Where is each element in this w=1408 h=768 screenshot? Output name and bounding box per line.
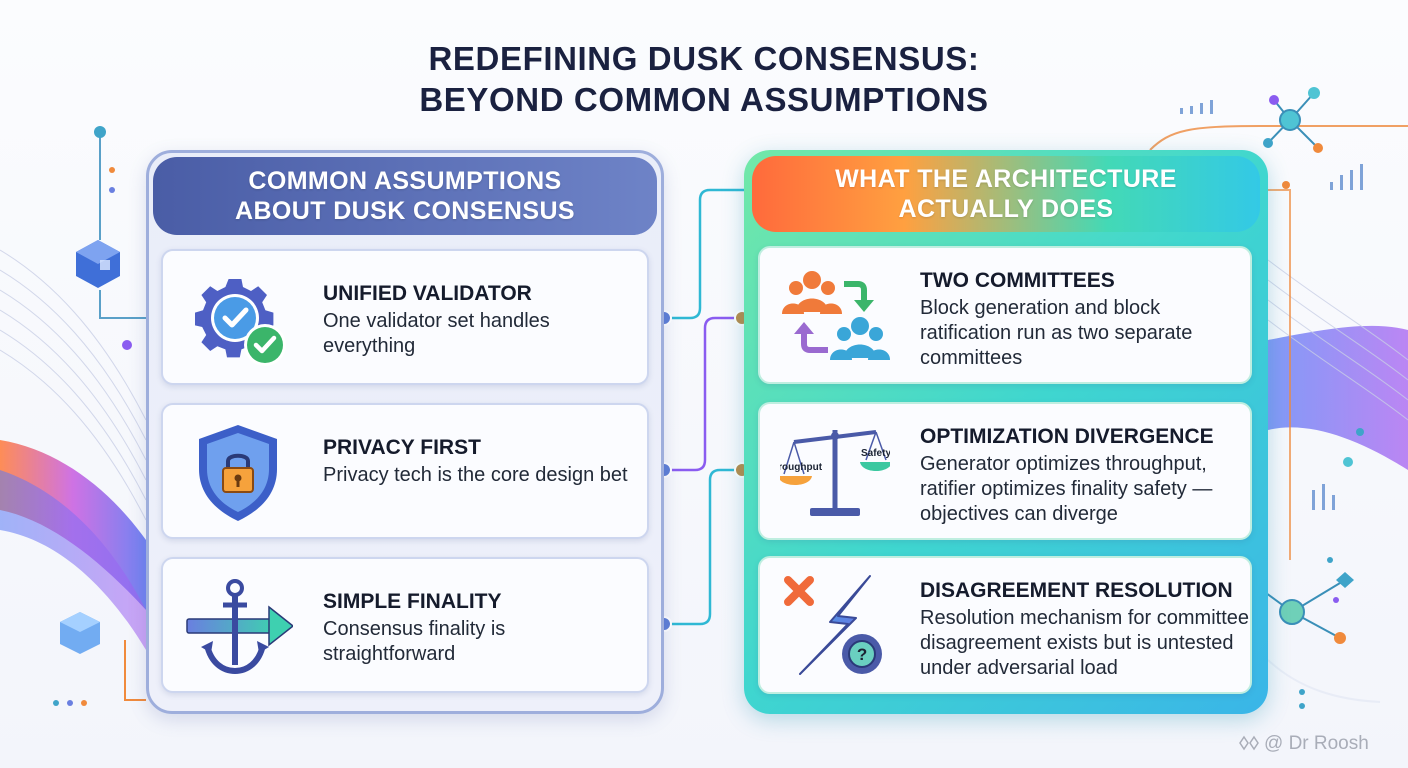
card-title: DISAGREEMENT RESOLUTION [920, 579, 1233, 602]
watermark-logo-icon [1239, 735, 1259, 751]
right-header-line-1: WHAT THE ARCHITECTURE [835, 165, 1177, 193]
small-cube-icon [60, 612, 100, 654]
unified-validator-card: UNIFIED VALIDATOR One validator set hand… [161, 249, 649, 385]
card-description: Consensus finality is straightforward [323, 618, 506, 665]
architecture-panel: WHAT THE ARCHITECTURE ACTUALLY DOES TWO [744, 150, 1268, 714]
card-description: Privacy tech is the core design bet [323, 464, 628, 486]
common-assumptions-panel: COMMON ASSUMPTIONS ABOUT DUSK CONSENSUS … [146, 150, 664, 714]
right-panel-header: WHAT THE ARCHITECTURE ACTUALLY DOES [752, 156, 1260, 232]
simple-finality-card: SIMPLE FINALITY Consensus finality is st… [161, 557, 649, 693]
card-description: Block generation and block ratification … [920, 297, 1193, 369]
two-committees-text: TWO COMMITTEES Block generation and bloc… [920, 268, 1250, 371]
privacy-first-text: PRIVACY FIRST Privacy tech is the core d… [323, 435, 639, 488]
throughput-label: Throughput [780, 462, 823, 473]
left-header-line-1: COMMON ASSUMPTIONS [248, 167, 562, 195]
card-description: Resolution mechanism for committee disag… [920, 607, 1250, 679]
two-committees-icon [782, 271, 890, 360]
balance-scale-icon: Throughput Safety [780, 430, 890, 516]
card-title: PRIVACY FIRST [323, 436, 481, 459]
watermark: @ Dr Roosh [1238, 733, 1369, 755]
right-header-line-2: ACTUALLY DOES [898, 195, 1114, 223]
two-committees-card: TWO COMMITTEES Block generation and bloc… [758, 246, 1252, 384]
safety-label: Safety [861, 448, 890, 459]
svg-text:?: ? [857, 645, 867, 664]
disagreement-resolution-text: DISAGREEMENT RESOLUTION Resolution mecha… [920, 578, 1250, 681]
conflict-question-icon: ? [784, 575, 882, 675]
left-panel-header: COMMON ASSUMPTIONS ABOUT DUSK CONSENSUS [153, 157, 657, 235]
gear-check-icon [195, 279, 286, 366]
card-title: OPTIMIZATION DIVERGENCE [920, 425, 1214, 448]
page-title: REDEFINING DUSK CONSENSUS: BEYOND COMMON… [0, 38, 1408, 120]
cube-icon [76, 240, 120, 288]
optimization-divergence-text: OPTIMIZATION DIVERGENCE Generator optimi… [920, 424, 1250, 527]
disagreement-resolution-card: ? DISAGREEMENT RESOLUTION Resolution mec… [758, 556, 1252, 694]
left-header-line-2: ABOUT DUSK CONSENSUS [235, 197, 575, 225]
card-description: Generator optimizes throughput, ratifier… [920, 453, 1213, 525]
title-line-1: REDEFINING DUSK CONSENSUS: [428, 40, 980, 77]
card-title: TWO COMMITTEES [920, 269, 1115, 292]
title-line-2: BEYOND COMMON ASSUMPTIONS [419, 81, 989, 118]
card-title: SIMPLE FINALITY [323, 590, 502, 613]
optimization-divergence-card: Throughput Safety OPTIMIZATION DIVERGENC… [758, 402, 1252, 540]
card-title: UNIFIED VALIDATOR [323, 282, 532, 305]
watermark-text: @ Dr Roosh [1264, 733, 1369, 754]
unified-validator-text: UNIFIED VALIDATOR One validator set hand… [323, 281, 639, 359]
anchor-arrow-icon [186, 579, 293, 675]
privacy-first-card: PRIVACY FIRST Privacy tech is the core d… [161, 403, 649, 539]
shield-lock-icon [199, 425, 277, 521]
card-description: One validator set handles everything [323, 310, 550, 357]
simple-finality-text: SIMPLE FINALITY Consensus finality is st… [323, 589, 639, 667]
